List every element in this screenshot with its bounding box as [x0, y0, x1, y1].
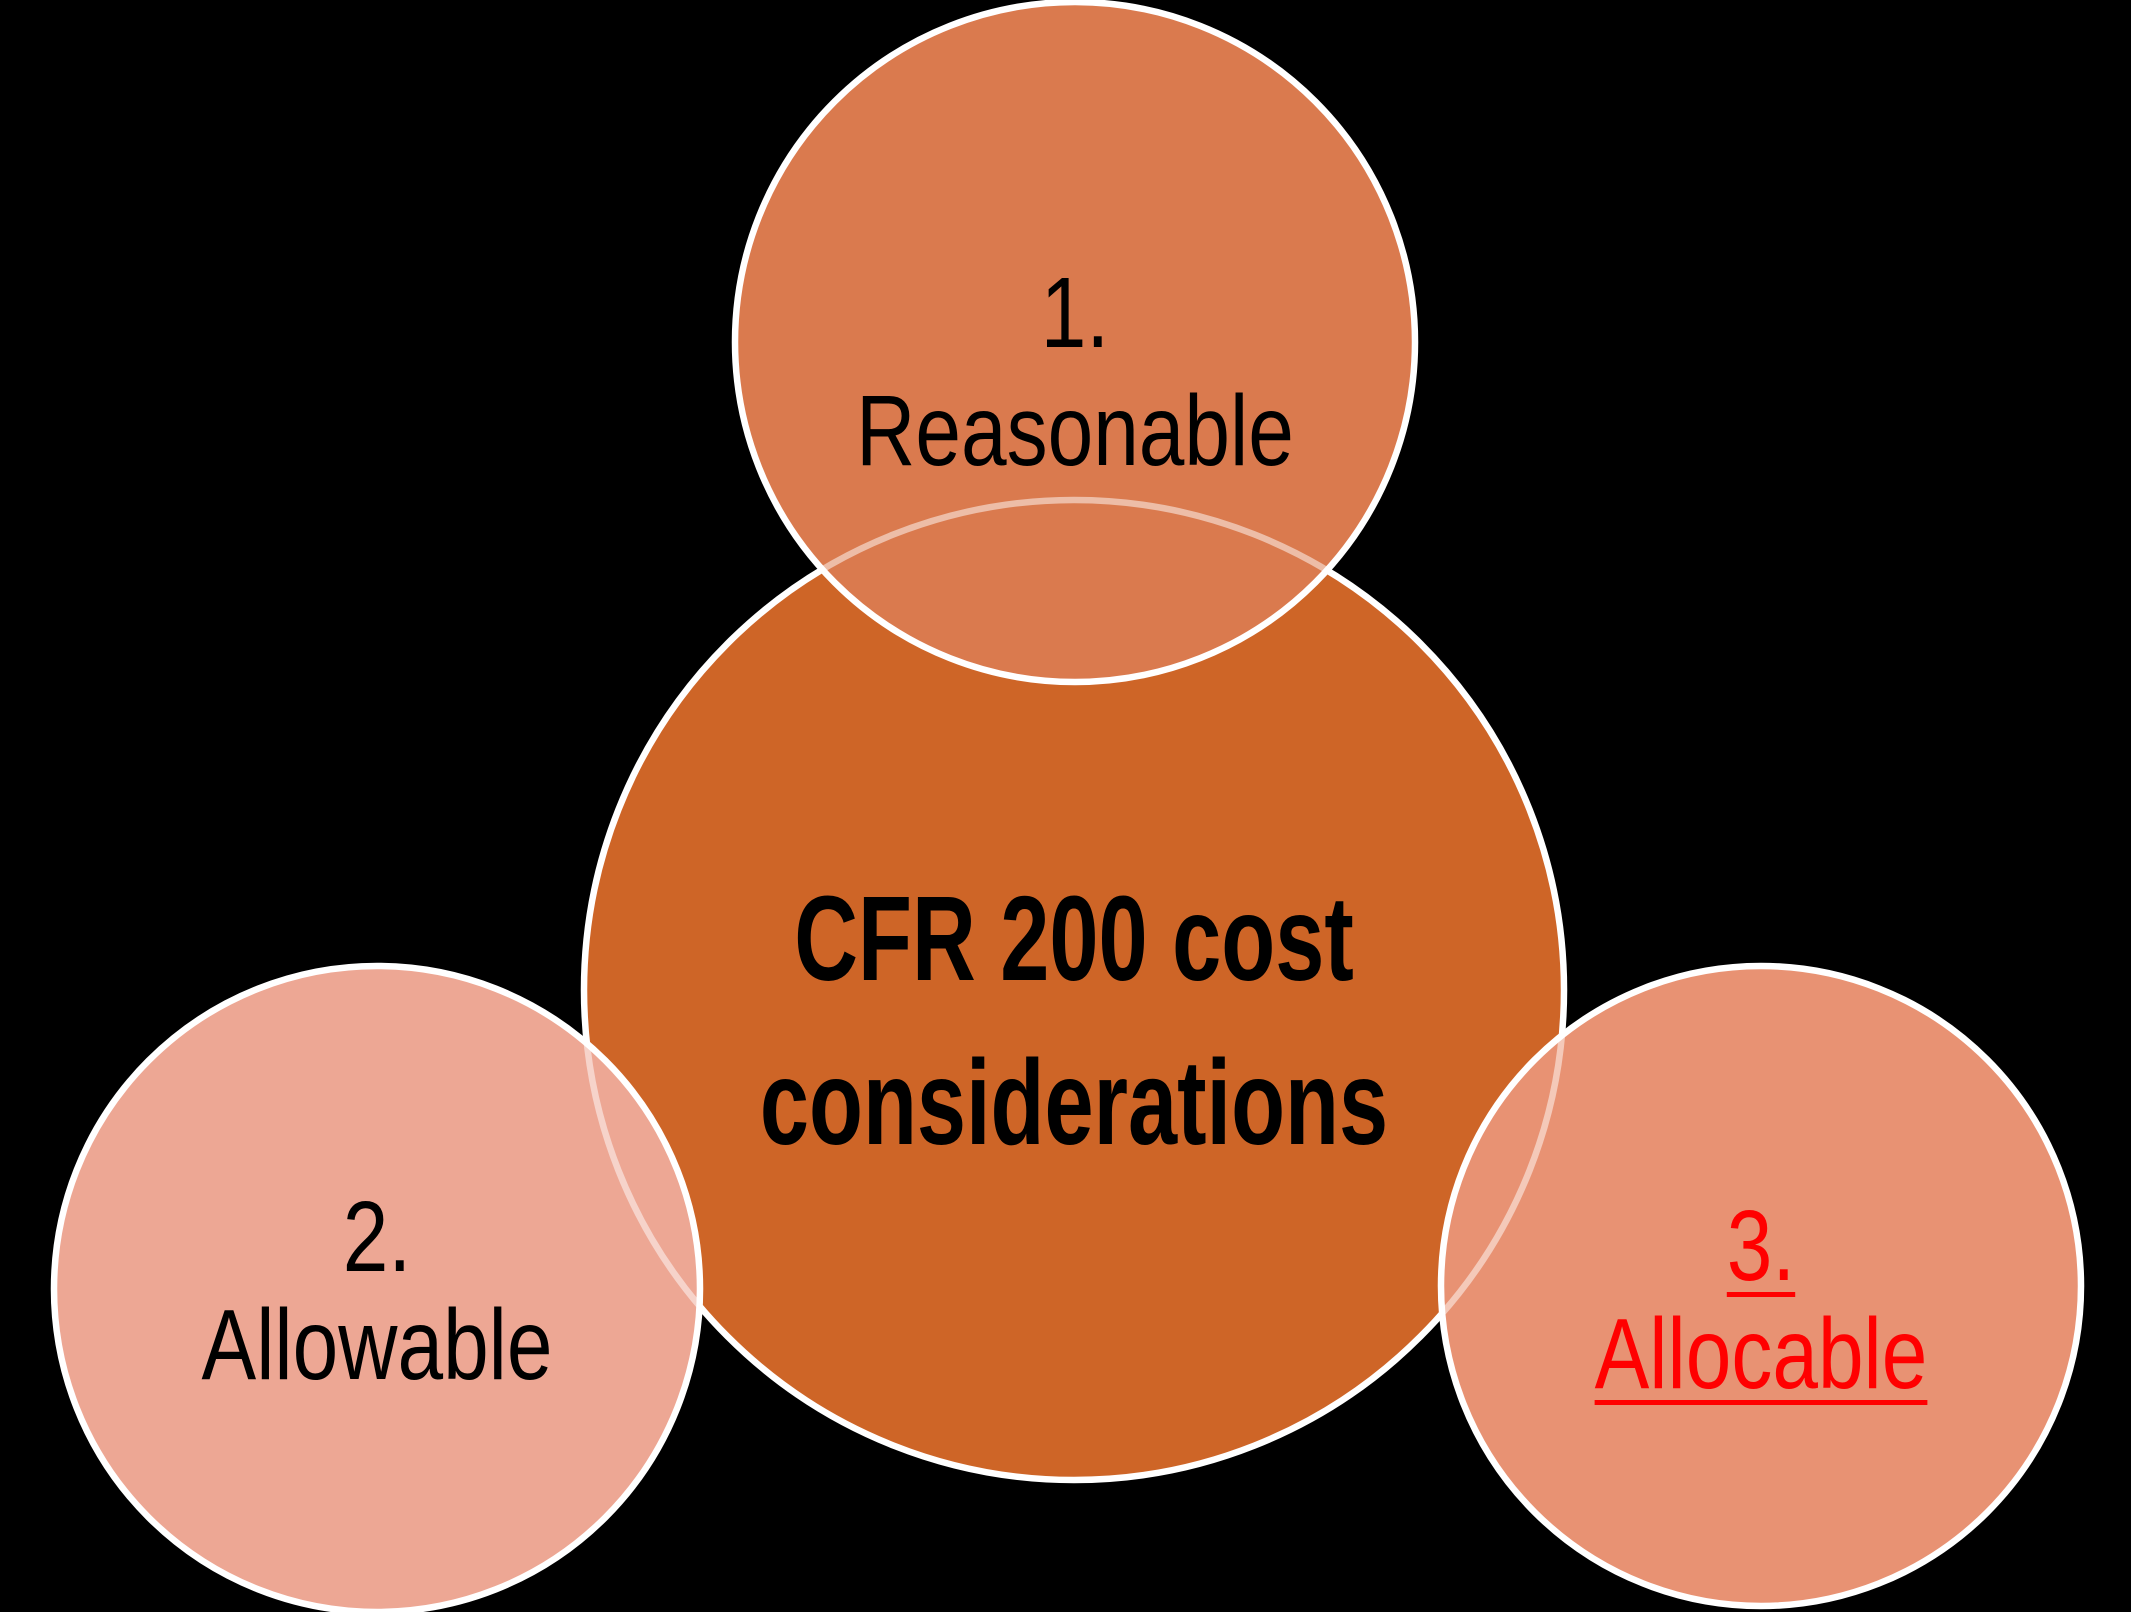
bottom-left-circle-text: Allowable: [201, 1289, 553, 1401]
bottom-right-circle-text: Allocable: [1594, 1298, 1928, 1410]
bottom-left-circle-number: 2.: [342, 1181, 412, 1293]
top-circle-number: 1.: [1040, 257, 1110, 369]
bottom-right-circle-label: 3. Allocable: [1595, 1192, 1928, 1408]
center-rim-through-top-circle: [735, 496, 1415, 682]
top-circle-label: 1. Reasonable: [856, 254, 1294, 490]
bottom-right-circle: [1437, 962, 2085, 1610]
bottom-right-circle-number: 3.: [1726, 1190, 1796, 1302]
top-circle: [731, 0, 1419, 686]
center-circle-text-line1: CFR 200 cost: [794, 870, 1354, 1006]
bottom-left-circle-label: 2. Allowable: [202, 1183, 553, 1399]
center-circle-text-line2: considerations: [759, 1034, 1389, 1170]
center-circle-label: CFR 200 cost considerations: [760, 856, 1388, 1184]
top-circle-text: Reasonable: [856, 375, 1294, 487]
bottom-left-circle: [50, 962, 704, 1612]
